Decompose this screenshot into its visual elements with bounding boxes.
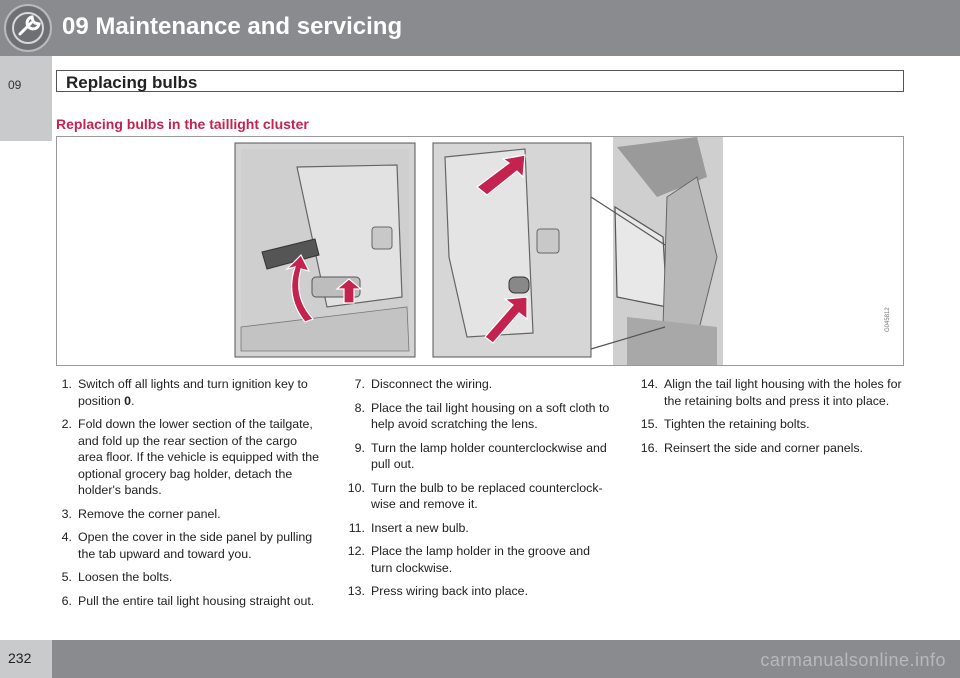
list-item: 4. Open the cover in the side panel by p… — [52, 529, 322, 562]
section-title: Replacing bulbs — [66, 73, 198, 92]
step-number: 5. — [61, 570, 72, 584]
steps-column-2: 7. Disconnect the wiring. 8. Place the tai… — [343, 376, 613, 607]
step-text: Align the tail light housing with the ho… — [664, 377, 902, 408]
steps-column-1: 1. Switch off all lights and turn igniti… — [52, 376, 322, 616]
step-number: 1. — [61, 377, 72, 391]
list-item: 3. Remove the corner panel. — [52, 506, 322, 523]
page-number-tab — [0, 640, 52, 678]
step-text: Open the cover in the side panel by pull… — [78, 530, 313, 561]
step-number: 4. — [61, 530, 72, 544]
chapter-tab-label: 09 — [8, 78, 22, 92]
step-number: 11. — [348, 520, 365, 535]
watermark: carmanualsonline.info — [760, 650, 946, 670]
step-text: Fold down the lower section of the tailg… — [78, 417, 320, 497]
chapter-title: 09 Maintenance and servicing — [62, 13, 403, 40]
step-text: Place the lamp holder in the groove and … — [371, 544, 591, 575]
step-text: Disconnect the wiring. — [371, 377, 493, 391]
step-number: 2. — [61, 417, 72, 431]
list-item: 2. Fold down the lower section of the ta… — [52, 416, 322, 499]
sub-heading: Replacing bulbs in the taillight cluster — [56, 116, 309, 132]
list-item: 11. Insert a new bulb. — [343, 520, 613, 537]
list-item: 9. Turn the lamp holder counterclockwise … — [343, 440, 613, 473]
step-text: Place the tail light housing on a soft c… — [371, 400, 610, 432]
list-item: 12. Place the lamp holder in the groove a… — [343, 543, 613, 576]
step-text: Reinsert the side and corner panels. — [664, 440, 864, 455]
list-item: 10. Turn the bulb to be replaced counterc… — [343, 480, 613, 513]
step-number: 13. — [347, 584, 365, 598]
step-number: 6. — [61, 593, 72, 608]
taillight-illustration — [234, 137, 723, 365]
footer-bar — [0, 640, 960, 678]
step-text: Insert a new bulb. — [371, 520, 469, 535]
list-item: 8. Place the tail light housing on a soft… — [343, 400, 613, 433]
step-number: 14. — [640, 377, 658, 391]
wrench-icon — [4, 4, 52, 52]
step-text: Switch off all lights and turn ignition … — [78, 377, 308, 408]
step-text: Remove the corner panel. — [78, 506, 221, 521]
section-title-box — [56, 70, 904, 92]
step-text-bold: 0 — [124, 393, 132, 408]
list-item: 6. Pull the entire tail light housing st… — [52, 593, 322, 610]
step-text: Turn the lamp holder counterclockwise an… — [371, 440, 607, 472]
list-item: 13. Press wiring back into place. — [343, 583, 613, 600]
steps-column-3: 14. Align the tail light housing with the… — [636, 376, 906, 463]
step-number: 12. — [347, 544, 365, 558]
step-text: Turn the bulb to be replaced countercloc… — [371, 480, 603, 512]
chapter-side-tab — [0, 56, 52, 141]
step-text: Tighten the retaining bolts. — [664, 417, 810, 431]
header-bar — [0, 0, 960, 56]
step-number: 16. — [640, 440, 658, 455]
list-item: 14. Align the tail light housing with the… — [636, 376, 906, 409]
list-item: 5. Loosen the bolts. — [52, 569, 322, 586]
step-text-end: . — [131, 393, 135, 408]
step-number: 3. — [61, 506, 72, 521]
step-number: 8. — [354, 400, 365, 415]
figure-code: G045812 — [885, 307, 891, 332]
list-item: 1. Switch off all lights and turn igniti… — [52, 376, 322, 409]
list-item: 16. Reinsert the side and corner panels. — [636, 440, 906, 457]
step-text: Pull the entire tail light housing strai… — [78, 593, 315, 608]
step-number: 10. — [347, 480, 365, 495]
step-number: 15. — [640, 417, 658, 431]
step-number: 7. — [354, 377, 365, 391]
page-number: 232 — [8, 650, 32, 666]
list-item: 7. Disconnect the wiring. — [343, 376, 613, 393]
step-number: 9. — [354, 440, 365, 455]
list-item: 15. Tighten the retaining bolts. — [636, 416, 906, 433]
step-text: Press wiring back into place. — [371, 584, 529, 598]
figure-frame — [56, 136, 904, 366]
step-text: Loosen the bolts. — [78, 570, 173, 584]
